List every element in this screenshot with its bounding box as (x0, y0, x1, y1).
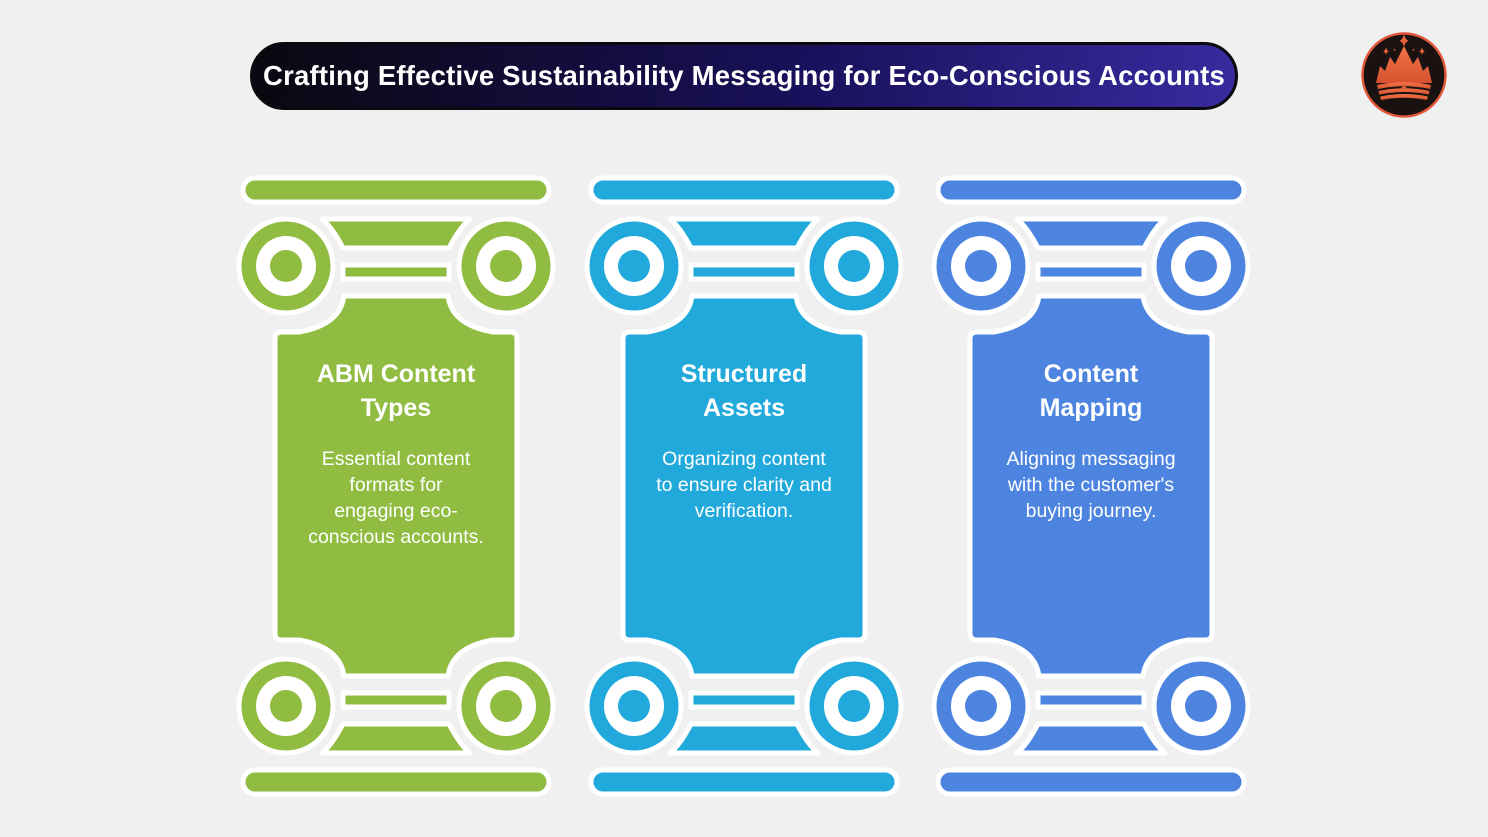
column-echinus-bottom (667, 721, 821, 756)
volute-top-left-icon (236, 216, 336, 316)
column-base-bar (240, 767, 552, 797)
pillar-title: ABM Content Types (316, 360, 476, 422)
pillar-text-block: Content Mapping Aligning messaging with … (970, 357, 1212, 524)
pillar-card-abm-content-types: ABM Content Types Essential content form… (236, 175, 556, 797)
volute-top-right-icon (456, 216, 556, 316)
column-echinus-top (667, 216, 821, 251)
volute-bottom-right-icon (456, 656, 556, 756)
column-abacus-bar (935, 175, 1247, 205)
column-illustration (931, 175, 1251, 797)
pillar-text-block: ABM Content Types Essential content form… (275, 357, 517, 551)
pillar-text-block: Structured Assets Organizing content to … (623, 357, 865, 524)
column-shaft (967, 293, 1215, 679)
column-base-bar (588, 767, 900, 797)
pillar-description: Essential content formats for engaging e… (308, 448, 484, 549)
column-shaft (272, 293, 520, 679)
column-fillet-bottom (1035, 690, 1147, 710)
pillar-description: Aligning messaging with the customer's b… (1006, 448, 1176, 523)
volute-bottom-left-icon (931, 656, 1031, 756)
column-echinus-top (1014, 216, 1168, 251)
column-base-bar (935, 767, 1247, 797)
volute-bottom-right-icon (1151, 656, 1251, 756)
column-abacus-bar (240, 175, 552, 205)
column-illustration (236, 175, 556, 797)
volute-top-right-icon (804, 216, 904, 316)
pillar-description: Organizing content to ensure clarity and… (656, 448, 832, 523)
column-echinus-bottom (319, 721, 473, 756)
column-abacus-bar (588, 175, 900, 205)
column-illustration (584, 175, 904, 797)
title-banner: Crafting Effective Sustainability Messag… (250, 42, 1238, 110)
volute-top-right-icon (1151, 216, 1251, 316)
brand-logo (1360, 31, 1448, 119)
crown-shape (1376, 34, 1432, 100)
column-fillet-bottom (688, 690, 800, 710)
page-title: Crafting Effective Sustainability Messag… (263, 60, 1225, 91)
column-shaft (620, 293, 868, 679)
column-fillet-bottom (340, 690, 452, 710)
volute-top-left-icon (931, 216, 1031, 316)
pillar-card-content-mapping: Content Mapping Aligning messaging with … (931, 175, 1251, 797)
volute-top-left-icon (584, 216, 684, 316)
column-echinus-top (319, 216, 473, 251)
pillar-title: Structured Assets (680, 360, 808, 422)
pillar-card-structured-assets: Structured Assets Organizing content to … (584, 175, 904, 797)
column-fillet-top (340, 262, 452, 282)
column-fillet-top (1035, 262, 1147, 282)
volute-bottom-right-icon (804, 656, 904, 756)
column-fillet-top (688, 262, 800, 282)
crown-mountains-icon (1361, 32, 1447, 118)
pillar-title: Content Mapping (1039, 360, 1143, 422)
volute-bottom-left-icon (584, 656, 684, 756)
volute-bottom-left-icon (236, 656, 336, 756)
column-echinus-bottom (1014, 721, 1168, 756)
